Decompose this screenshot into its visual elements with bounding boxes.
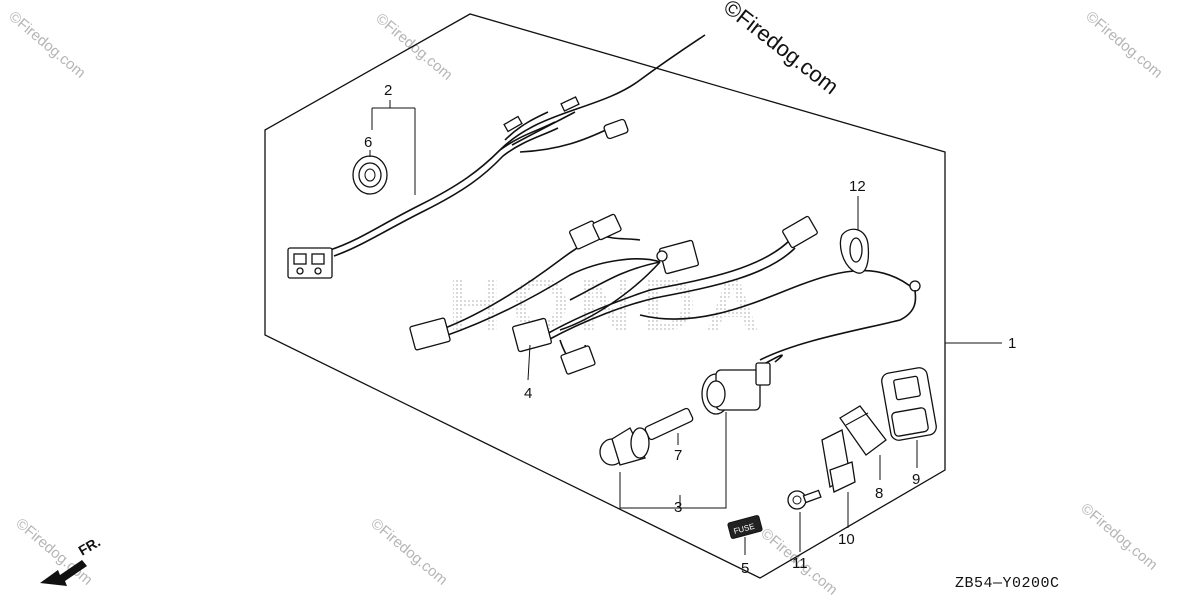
callout-1: 1 xyxy=(1008,335,1016,352)
bolt xyxy=(787,489,822,510)
main-harness xyxy=(287,34,706,279)
brand-watermark: HONDA xyxy=(448,263,769,346)
callout-5: 5 xyxy=(741,560,749,577)
callout-11: 11 xyxy=(792,555,808,572)
fuse xyxy=(644,407,694,441)
connector-cover xyxy=(839,405,887,456)
callouts: 1 2 3 4 5 6 7 8 9 10 11 12 xyxy=(364,82,1016,577)
leader-lines xyxy=(369,100,1002,555)
callout-8: 8 xyxy=(875,485,883,502)
callout-10: 10 xyxy=(838,531,855,548)
callout-2: 2 xyxy=(384,82,392,99)
callout-9: 9 xyxy=(912,471,920,488)
fuse-label: FUSE xyxy=(727,515,763,539)
fuse-cap xyxy=(599,427,650,466)
front-label: FR. xyxy=(76,533,104,558)
callout-12: 12 xyxy=(849,178,866,195)
watermark-bottom-right: ©Firedog.com xyxy=(1077,500,1160,574)
watermark-top-right: ©Firedog.com xyxy=(1082,8,1165,82)
diagram-code: ZB54—Y0200C xyxy=(955,575,1060,592)
callout-7: 7 xyxy=(674,447,682,464)
callout-6: 6 xyxy=(364,134,372,151)
bracket xyxy=(821,429,856,493)
watermark-bottom-mid: ©Firedog.com xyxy=(367,515,450,589)
watermark-top-mid: ©Firedog.com xyxy=(372,10,455,84)
wire-clamp xyxy=(839,228,870,274)
copyright-text: ©Firedog.com xyxy=(719,0,844,99)
callout-4: 4 xyxy=(524,385,532,402)
callout-3: 3 xyxy=(674,499,682,516)
assembly-outline xyxy=(264,13,946,579)
coupler xyxy=(881,367,937,441)
grommet xyxy=(352,155,388,195)
sub-harness xyxy=(409,213,921,375)
fuse-holder xyxy=(701,289,917,415)
watermark-top-left: ©Firedog.com xyxy=(5,8,88,82)
